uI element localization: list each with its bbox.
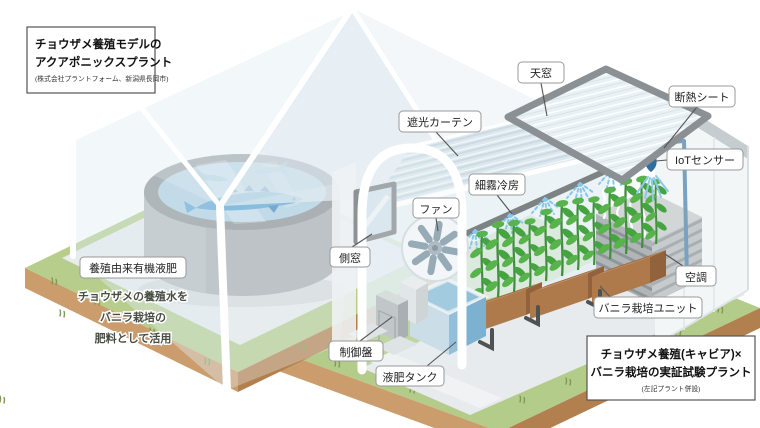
label-fan: ファン (412, 197, 460, 219)
right-title-line-2: バニラ栽培の実証試験プラント (591, 365, 752, 379)
label-skylight: 天窓 (517, 61, 565, 84)
fan-leader (435, 217, 439, 232)
title-box-right: チョウザメ養殖(キャビア)× バニラ栽培の実証試験プラント (左記プラント併設) (586, 335, 756, 401)
svg-text:細霧冷房: 細霧冷房 (475, 179, 519, 192)
svg-text:IoTセンサー: IoTセンサー (675, 154, 735, 167)
right-title-line-3: (左記プラント併設) (642, 384, 701, 393)
left-title-line-3: (株式会社プラントフォーム、新潟県長岡市) (35, 74, 168, 83)
label-shade-curtain: 遮光カーテン (398, 110, 482, 133)
planter (592, 250, 666, 303)
mist-cooling-pipe (449, 157, 633, 250)
shade-curtain-leader (435, 131, 459, 157)
fan-blades (407, 220, 463, 276)
control-panel-leader (359, 316, 393, 342)
tent-frame (70, 5, 473, 394)
label-iot-sensor: IoTセンサー (666, 148, 744, 171)
fan-icon (401, 214, 469, 282)
svg-text:ファン: ファン (420, 204, 453, 216)
left-title-line-1: チョウザメ養殖モデルの (35, 37, 162, 51)
front-arch-frame (357, 143, 467, 375)
label-organic-fertilizer: 養殖由来有機液肥 (79, 256, 187, 279)
svg-text:空調: 空調 (685, 270, 707, 284)
label-vanilla-unit: バニラ栽培ユニット (593, 296, 703, 319)
label-mist-cooling: 細霧冷房 (468, 173, 526, 196)
skylight-leader (540, 82, 548, 117)
svg-text:液肥タンク: 液肥タンク (383, 370, 438, 384)
callout-labels: 天窓 遮光カーテン 断熱シート IoTセンサー 細霧冷房 ファン 側窓 空調 バ… (79, 61, 744, 387)
svg-text:天窓: 天窓 (530, 66, 552, 80)
svg-text:養殖由来有機液肥: 養殖由来有機液肥 (89, 261, 177, 275)
svg-text:バニラ栽培ユニット: バニラ栽培ユニット (599, 301, 698, 315)
caption-line-2: バニラ栽培の (100, 310, 166, 324)
caption-text: チョウザメの養殖水を バニラ栽培の 肥料として活用 (77, 288, 190, 347)
vanilla-unit-leader (599, 285, 611, 298)
label-side-window: 側窓 (329, 246, 371, 268)
svg-text:側窓: 側窓 (339, 251, 361, 265)
leader-lines (351, 82, 698, 367)
left-title-line-2: アクアポニックスプラント (35, 55, 172, 69)
label-insulation-sheet: 断熱シート (668, 85, 736, 108)
label-control-panel: 制御盤 (328, 340, 384, 362)
title-box-left: チョウザメ養殖モデルの アクアポニックスプラント (株式会社プラントフォーム、新… (26, 26, 172, 94)
label-air-conditioner: 空調 (675, 265, 717, 287)
mist-cooling-leader (496, 194, 513, 215)
insulation-leader (663, 106, 698, 149)
label-fertilizer-tank: 液肥タンク (375, 365, 445, 387)
skylight (504, 65, 712, 184)
air-conditioner-leader (664, 253, 684, 267)
vanilla-planters (467, 173, 670, 352)
iot-sensor-leader (655, 159, 668, 162)
caption-line-3: 肥料として活用 (95, 331, 172, 345)
svg-text:制御盤: 制御盤 (340, 345, 373, 359)
fertilizer-tank-leader (426, 341, 457, 367)
svg-text:遮光カーテン: 遮光カーテン (407, 115, 473, 129)
svg-text:断熱シート: 断熱シート (675, 90, 730, 104)
side-window-leader (351, 233, 373, 248)
right-title-line-1: チョウザメ養殖(キャビア)× (601, 347, 742, 361)
caption-line-1: チョウザメの養殖水を (78, 289, 188, 303)
sensor-rays (636, 175, 669, 201)
